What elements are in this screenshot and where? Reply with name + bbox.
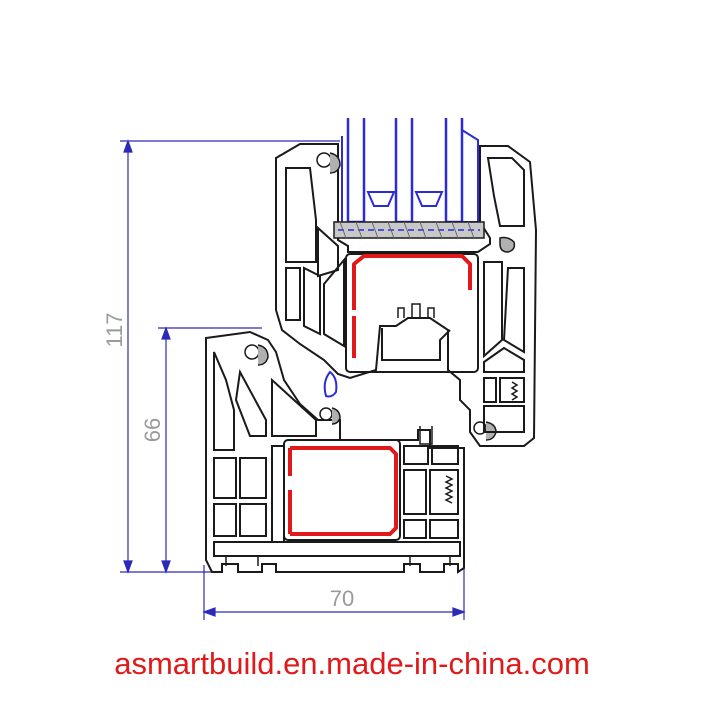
watermark-url: asmartbuild.en.made-in-china.com	[114, 646, 590, 681]
total-height-label: 117	[102, 312, 127, 347]
steel-reinforcement	[288, 254, 472, 536]
frame-profile	[205, 330, 465, 574]
glass-seat-gasket	[333, 221, 485, 239]
frame-height-label: 66	[140, 418, 165, 442]
sash-profile	[275, 143, 538, 447]
sash-gaskets	[316, 152, 516, 253]
depth-label: 70	[330, 586, 354, 611]
frame-gaskets	[244, 344, 497, 441]
dimension-lines	[120, 139, 466, 620]
glazing-unit	[341, 118, 479, 224]
